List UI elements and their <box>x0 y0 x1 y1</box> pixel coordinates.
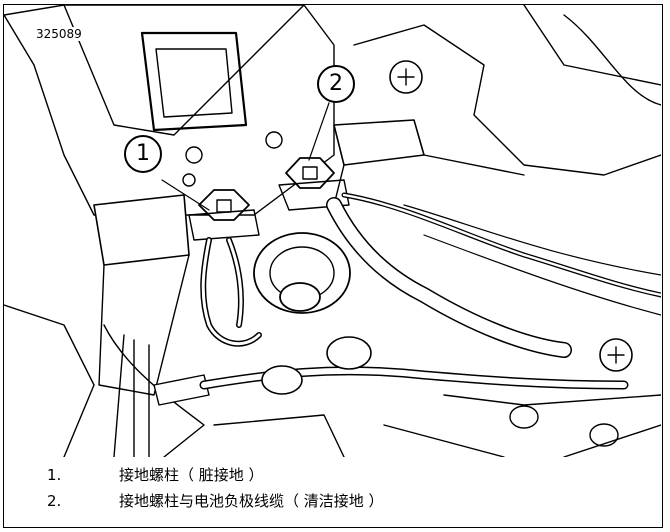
legend-item-1: 1. 接地螺柱（ 脏接地 ） <box>47 463 264 487</box>
legend-text: 接地螺柱与电池负极线缆（ 清洁接地 ） <box>119 492 384 510</box>
legend-item-2: 2. 接地螺柱与电池负极线缆（ 清洁接地 ） <box>47 489 384 513</box>
callout-2: 2 <box>317 65 355 103</box>
legend-number: 2. <box>47 492 62 510</box>
legend: 1. 接地螺柱（ 脏接地 ） 2. 接地螺柱与电池负极线缆（ 清洁接地 ） <box>4 457 661 527</box>
callout-1: 1 <box>124 135 162 173</box>
legend-text: 接地螺柱（ 脏接地 ） <box>119 466 264 484</box>
line-art-illustration <box>4 5 661 457</box>
figure-id-label: 325089 <box>34 27 84 41</box>
legend-number: 1. <box>47 466 62 484</box>
figure-frame: 325089 1 2 1. 接地螺柱（ 脏接地 ） 2. 接地螺柱与电池负极线缆（ … <box>3 4 663 528</box>
